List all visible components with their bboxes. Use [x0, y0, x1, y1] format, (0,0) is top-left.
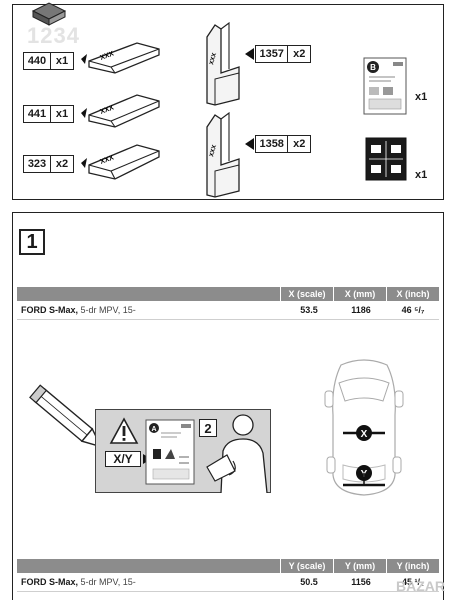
part-1358-label: 1358 x2 — [255, 135, 311, 153]
step-1-panel: 1 X (scale) X (mm) X (inch) FORD S-Max, … — [12, 212, 444, 600]
col-header: Y (scale) — [280, 559, 333, 573]
col-header: X (mm) — [333, 287, 386, 301]
table-row: FORD S-Max, 5-dr MPV, 15- 53.5 1186 46 ⁵… — [17, 301, 439, 320]
warning-icon — [109, 417, 139, 444]
bracket-1357-illustration: XXX — [206, 21, 240, 106]
vehicle-model: FORD S-Max, — [21, 577, 79, 587]
col-header: Y (inch) — [386, 559, 439, 573]
part-qty: x2 — [293, 48, 306, 60]
part-qty: x1 — [55, 55, 69, 67]
car-top-view: X Y — [324, 359, 404, 496]
arrow-left-icon — [245, 138, 254, 150]
vehicle-variant: 5-dr MPV, 15- — [80, 577, 136, 587]
value-cell: 53.5 — [300, 305, 318, 315]
doc-qty: x1 — [415, 91, 428, 103]
value-cell: 46 ⁵/₇ — [401, 305, 425, 315]
part-code: 1358 — [256, 136, 289, 152]
vehicle-cell: FORD S-Max, 5-dr MPV, 15- — [17, 573, 283, 591]
part-mark: XXX — [99, 50, 115, 61]
vehicle-variant: 5-dr MPV, 15- — [80, 305, 136, 315]
value-cell: 1186 — [351, 305, 371, 315]
part-code: 441 — [24, 106, 51, 122]
col-header: X (inch) — [386, 287, 439, 301]
site-watermark: BAZAR — [396, 578, 445, 594]
arrow-left-icon — [245, 48, 254, 60]
col-header: Y (mm) — [333, 559, 386, 573]
step-number: 1 — [19, 229, 45, 255]
part-mark: XXX — [209, 52, 218, 65]
watermark-number: 1234 — [27, 23, 80, 48]
instruction-doc-page: A — [145, 419, 195, 485]
table-row: FORD S-Max, 5-dr MPV, 15- 50.5 1156 45 ¹… — [17, 573, 439, 592]
value-cell: 1156 — [351, 577, 371, 587]
sticker-qty: x1 — [415, 169, 428, 181]
part-code: 440 — [24, 53, 51, 69]
part-code: 323 — [24, 156, 51, 172]
part-mark: XXX — [99, 104, 115, 115]
part-1357-label: 1357 x2 — [255, 45, 311, 63]
pad-440-illustration: XXX — [81, 42, 160, 74]
instruction-doc-thumbnail: B — [363, 57, 407, 115]
measurement-table-x: X (scale) X (mm) X (inch) FORD S-Max, 5-… — [17, 287, 439, 320]
person-reading-illustration — [206, 414, 268, 493]
table-header: X (scale) X (mm) X (inch) — [17, 287, 439, 301]
doc-letter: A — [151, 426, 156, 433]
parts-list-panel: 1234 440 x1 XXX 441 x1 XXX 323 x2 — [12, 2, 444, 200]
part-mark: XXX — [99, 154, 115, 165]
part-code: 1357 — [256, 46, 289, 62]
page-number-badge: 2 — [199, 419, 217, 437]
car-label-x: X — [361, 429, 368, 440]
vehicle-cell: FORD S-Max, 5-dr MPV, 15- — [17, 301, 283, 319]
xy-label: X/Y — [105, 451, 141, 467]
col-header: X (scale) — [280, 287, 333, 301]
bracket-1358-illustration: XXX — [206, 111, 240, 198]
pad-441-illustration: XXX — [81, 94, 160, 128]
table-header: Y (scale) Y (mm) Y (inch) — [17, 559, 439, 573]
fitting-sticker-thumbnail — [365, 137, 407, 181]
part-440-label: 440 x1 — [23, 52, 74, 70]
measurement-table-y: Y (scale) Y (mm) Y (inch) FORD S-Max, 5-… — [17, 559, 439, 592]
part-qty: x1 — [55, 108, 69, 120]
value-cell: 50.5 — [300, 577, 318, 587]
package-icon — [31, 2, 67, 26]
part-323-label: 323 x2 — [23, 155, 74, 173]
vehicle-model: FORD S-Max, — [21, 305, 79, 315]
value-cell: 45 ¹/₂ — [401, 577, 424, 587]
part-mark: XXX — [209, 144, 218, 157]
part-qty: x2 — [293, 138, 306, 150]
part-qty: x2 — [55, 158, 69, 170]
doc-letter: B — [370, 63, 376, 72]
pad-323-illustration: XXX — [81, 144, 160, 180]
part-441-label: 441 x1 — [23, 105, 74, 123]
